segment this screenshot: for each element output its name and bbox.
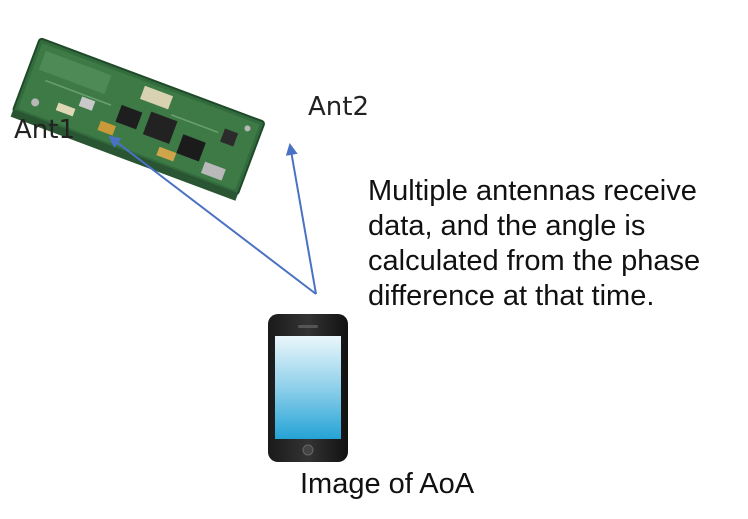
antenna-2-label: Ant2	[308, 92, 370, 122]
description-line: data, and the angle is	[368, 210, 646, 242]
description-line: difference at that time.	[368, 280, 655, 312]
description-line: calculated from the phase	[368, 245, 701, 277]
diagram-caption: Image of AoA	[300, 468, 475, 500]
smartphone-icon	[268, 314, 348, 462]
description-text: Multiple antennas receive data, and the …	[368, 174, 748, 314]
description-line: Multiple antennas receive	[368, 175, 697, 207]
signal-arrow-ant2	[285, 143, 317, 295]
signal-arrow-ant1	[108, 135, 317, 295]
pcb-board-icon	[10, 37, 265, 201]
antenna-1-label: Ant1	[14, 115, 76, 145]
